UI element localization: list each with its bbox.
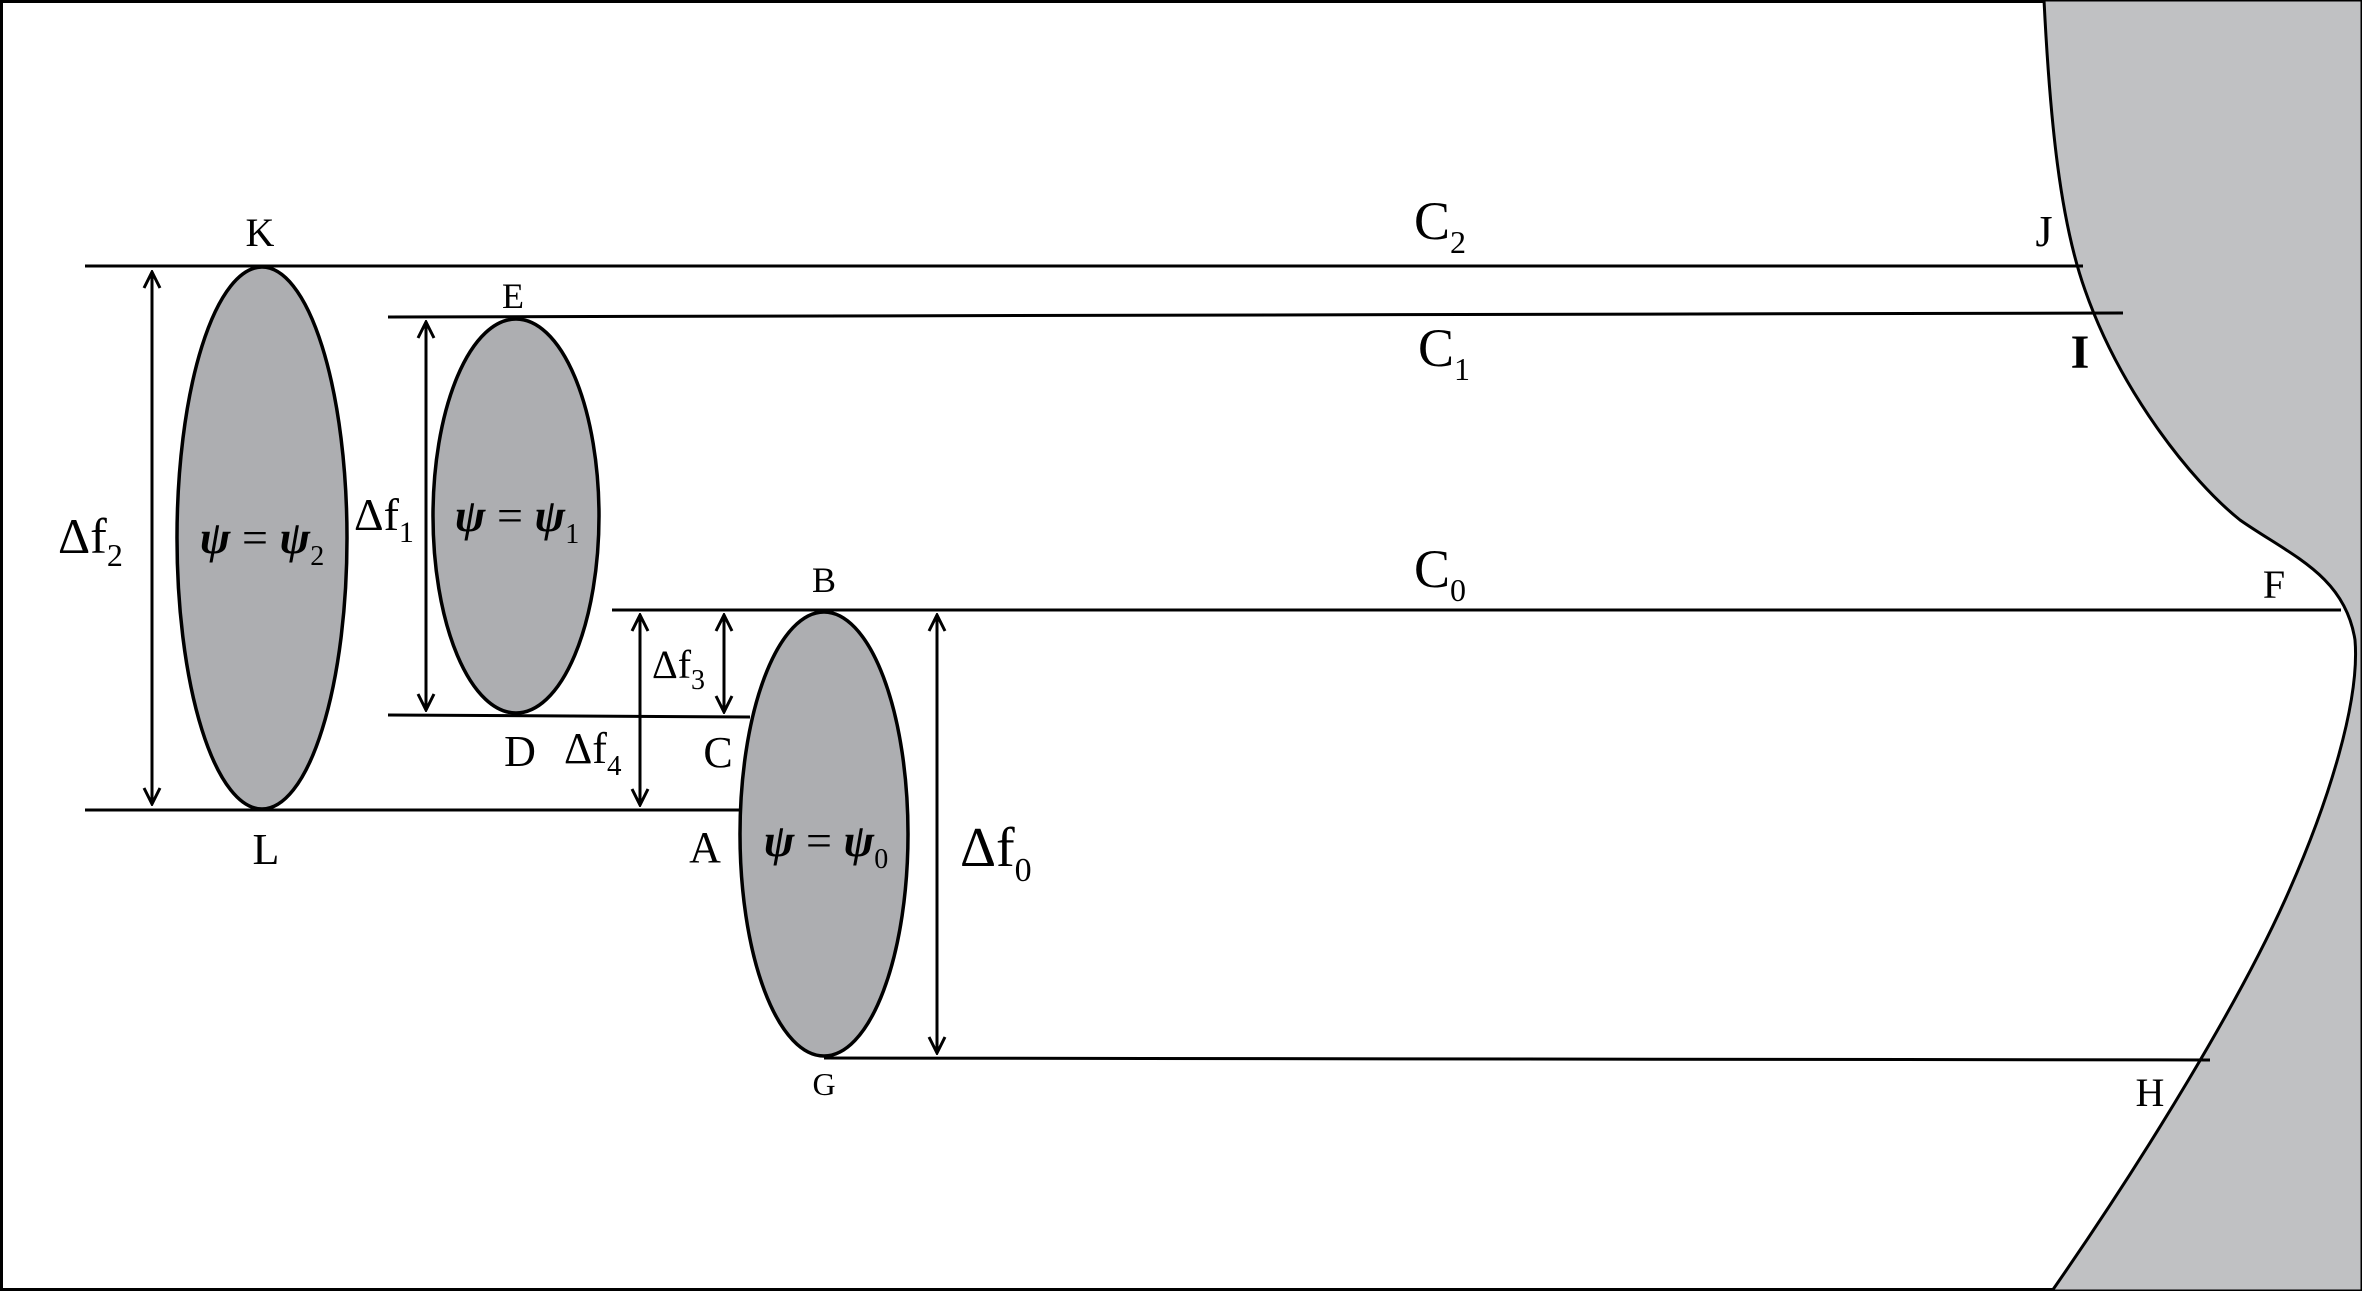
point-label-e: E: [502, 276, 524, 316]
point-label-l: L: [253, 825, 280, 874]
region-label-psi0: ψ = ψ0: [764, 815, 888, 875]
point-label-a: A: [689, 823, 721, 872]
point-label-c: C: [703, 728, 732, 777]
streamline-c1: [387, 311, 2124, 319]
line-gh: [823, 1056, 2211, 1062]
interval-label-df4: Δf4: [564, 724, 622, 782]
point-label-j: J: [2035, 207, 2052, 256]
point-label-k: K: [246, 210, 275, 255]
point-label-i: I: [2071, 326, 2090, 379]
interval-label-df1: Δf1: [354, 489, 414, 549]
region-psi2: [175, 265, 349, 811]
curve-label-c1: C1: [1418, 318, 1470, 387]
interval-label-df2: Δf2: [58, 508, 123, 573]
wall-boundary: [2042, 0, 2362, 1291]
curve-label-c2: C2: [1414, 191, 1466, 260]
region-psi0: [738, 610, 910, 1058]
point-label-f: F: [2263, 562, 2285, 607]
line-dc: [387, 713, 751, 719]
curve-label-c0: C0: [1414, 539, 1466, 608]
interval-label-df0: Δf0: [960, 817, 1032, 889]
region-label-psi1: ψ = ψ1: [455, 490, 579, 550]
point-label-g: G: [812, 1066, 835, 1102]
point-label-d: D: [504, 727, 536, 776]
point-label-b: B: [812, 560, 836, 600]
region-label-psi2: ψ = ψ2: [200, 512, 324, 572]
point-label-h: H: [2136, 1070, 2165, 1115]
interval-label-df3: Δf3: [652, 642, 705, 696]
